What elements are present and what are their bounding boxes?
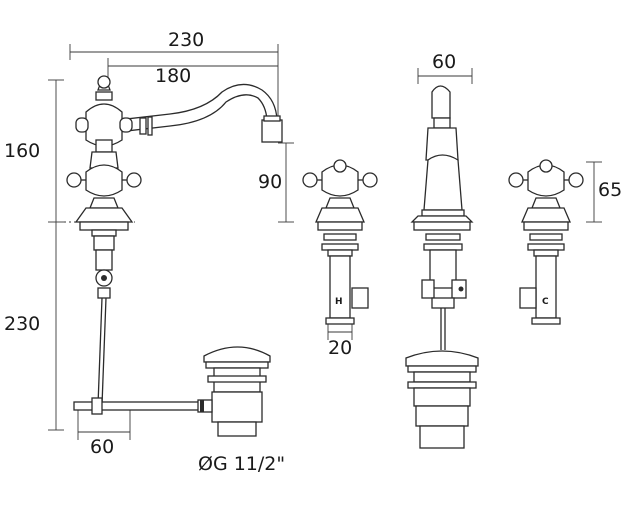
cold-valve: C	[508, 159, 584, 325]
dimension-labels: 230 180 160 90 230 60 ØG 11/2" 20 60 65	[4, 29, 622, 475]
hot-valve: H	[302, 159, 378, 325]
dim-mixer-height: 160	[4, 140, 40, 162]
waste-side-view	[197, 346, 271, 437]
dim-valve-body-width: 20	[328, 337, 352, 359]
dim-spout-width: 60	[432, 51, 456, 73]
cold-label: C	[542, 297, 549, 307]
dim-spout-reach-inner: 180	[155, 65, 191, 87]
waste-front-view	[405, 350, 479, 449]
dim-spout-reach-overall: 230	[168, 29, 204, 51]
dim-pop-up-offset: 60	[90, 436, 114, 458]
dim-valve-height: 65	[598, 179, 622, 201]
dimension-lines	[48, 44, 602, 440]
dim-below-deck-length: 230	[4, 313, 40, 335]
spout-front-view	[410, 85, 474, 350]
hot-label: H	[335, 297, 343, 307]
dim-waste-size: ØG 11/2"	[198, 453, 285, 475]
mixer-side-view	[66, 75, 283, 415]
dim-spout-height: 90	[258, 171, 282, 193]
